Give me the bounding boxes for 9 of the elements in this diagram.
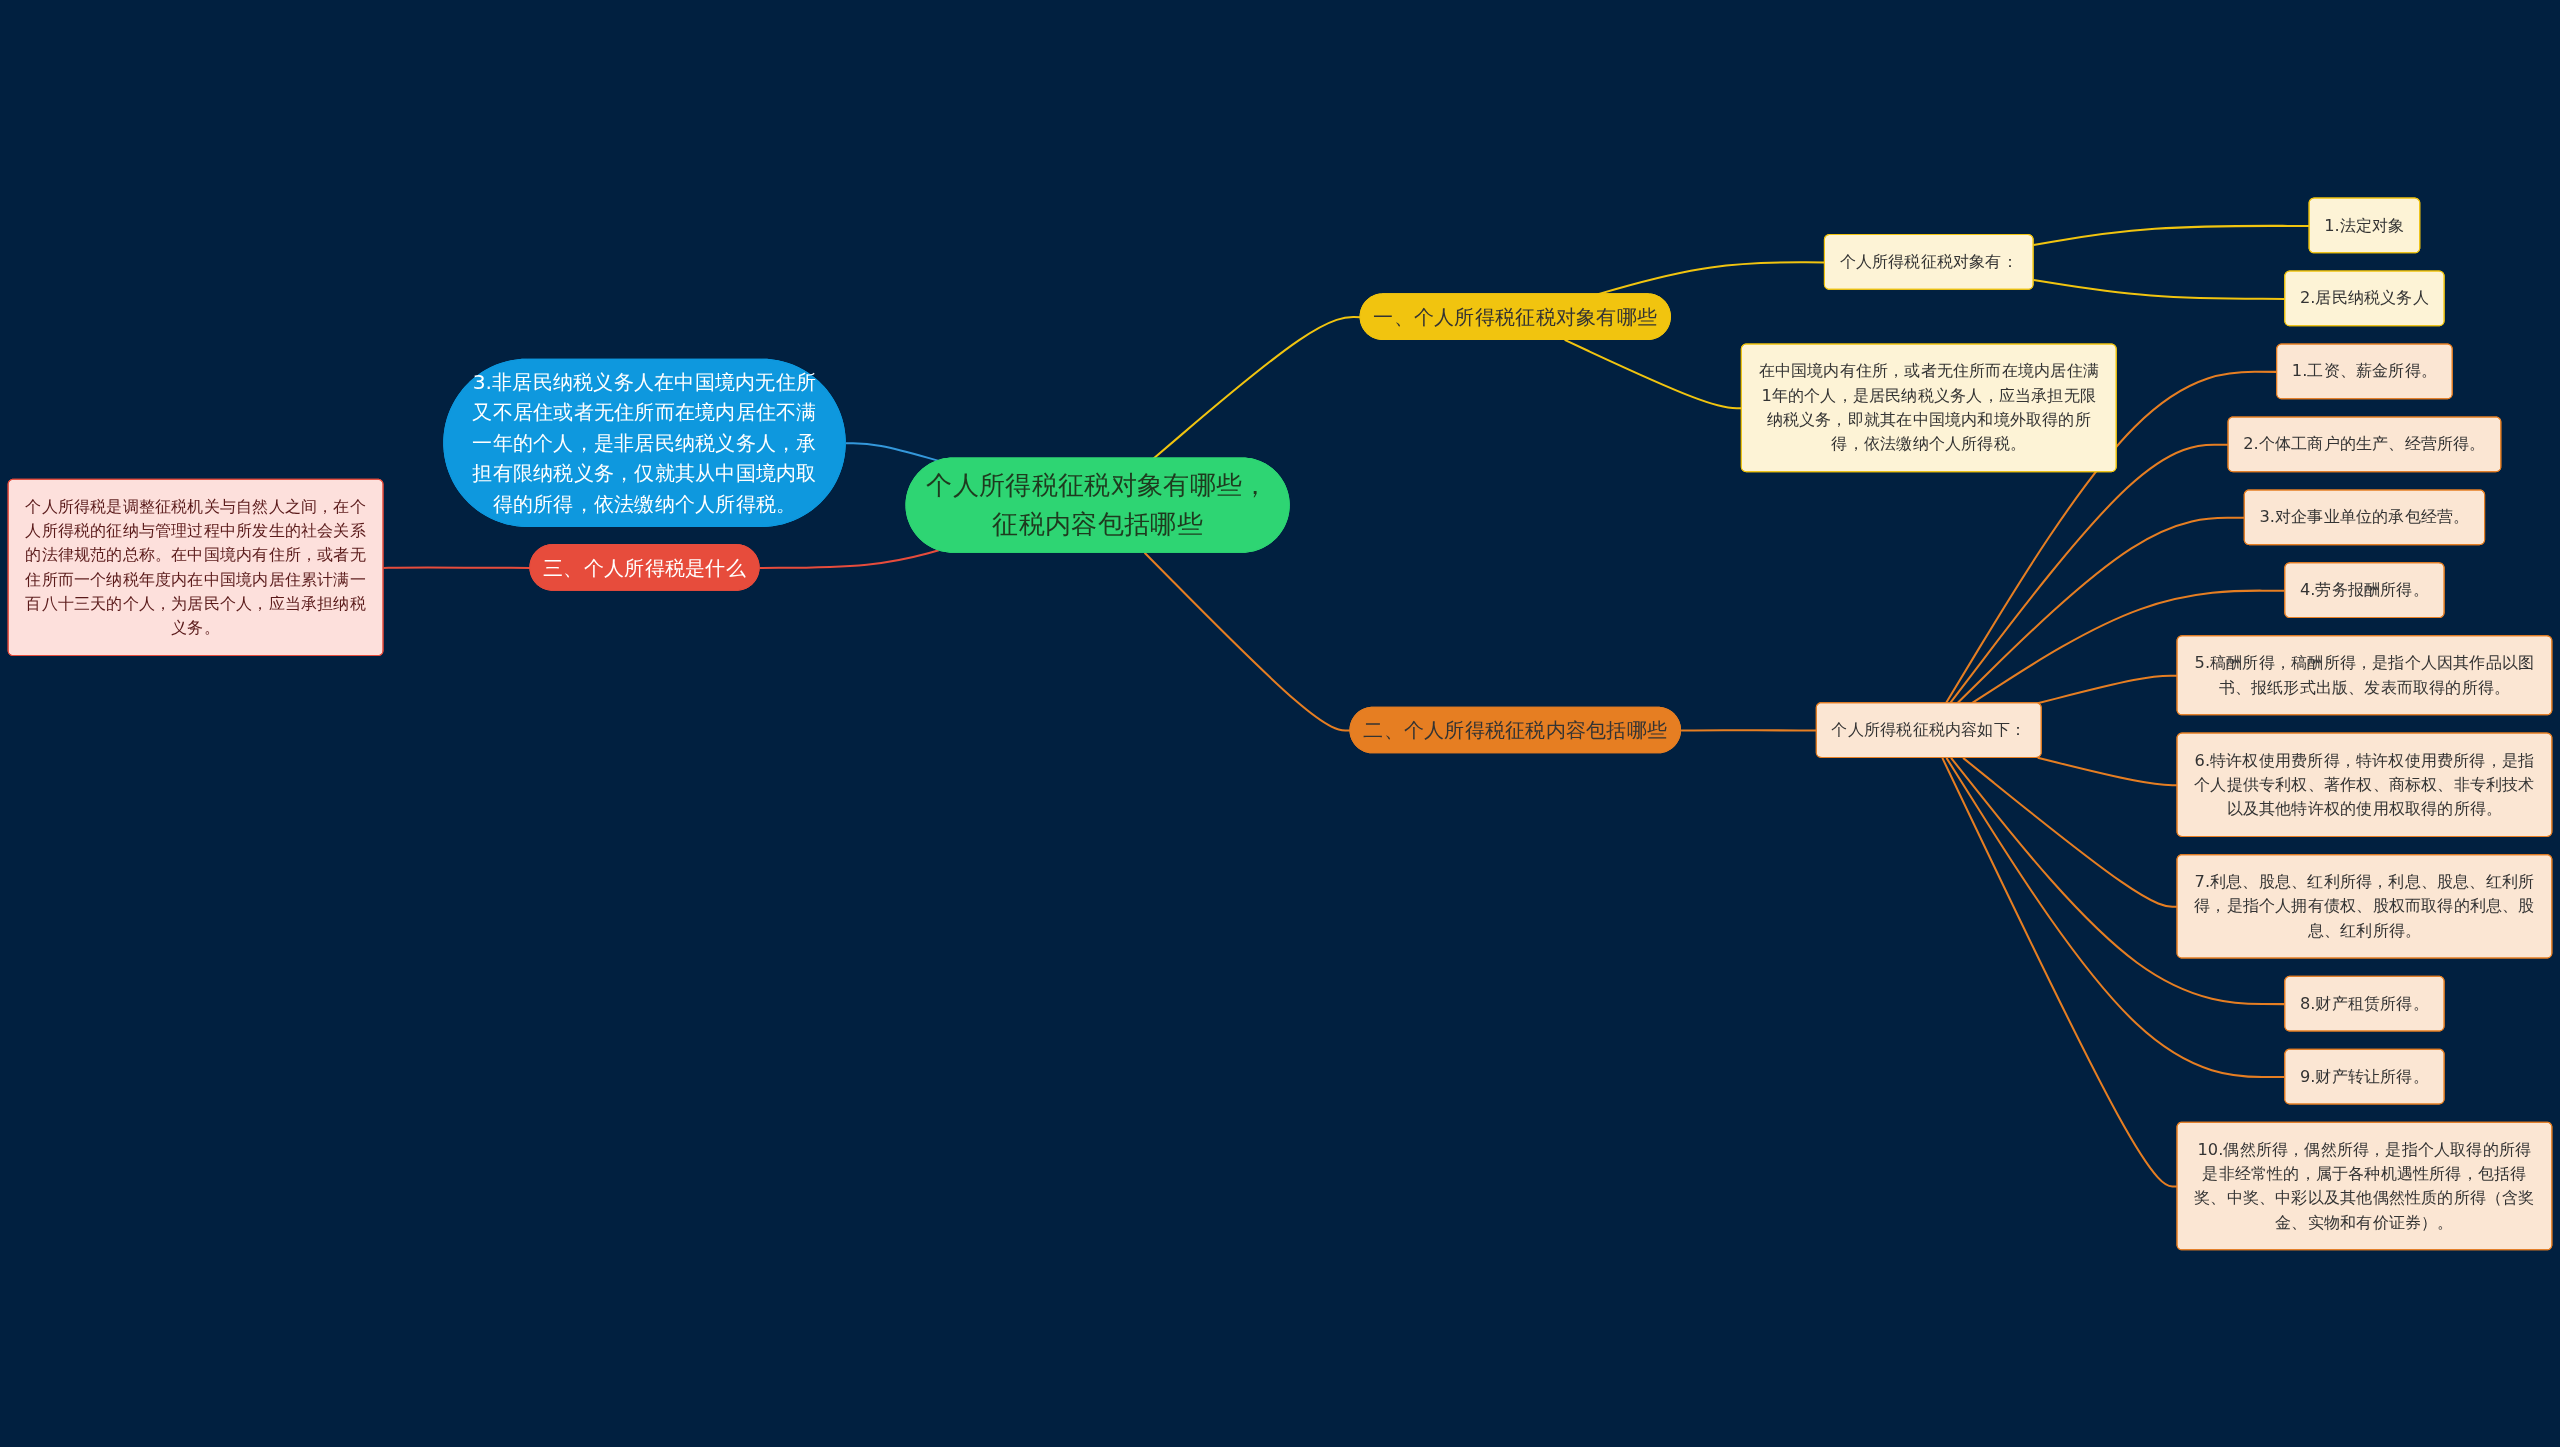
- connector: [845, 441, 940, 462]
- connector: [1949, 443, 2229, 704]
- connector: [1956, 516, 2245, 704]
- connector: [1564, 338, 1742, 409]
- connector: [759, 548, 940, 569]
- connector: [1681, 728, 1817, 732]
- connector: [1143, 551, 1351, 732]
- connector: [1152, 315, 1361, 459]
- connector: [2033, 224, 2310, 246]
